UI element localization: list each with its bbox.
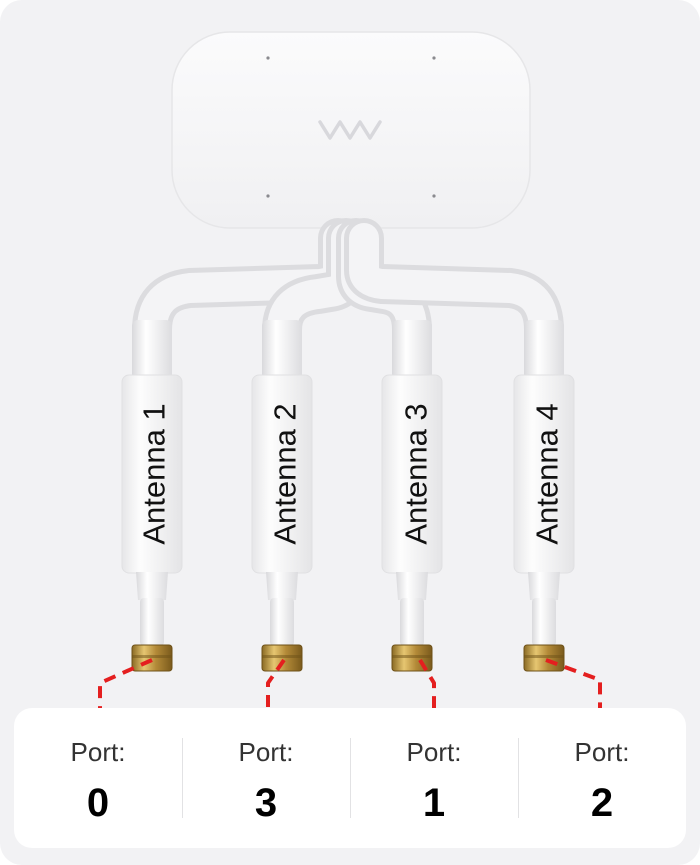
antenna-3-tube xyxy=(392,320,432,380)
antenna-1-neck xyxy=(140,598,164,646)
antenna-2-boot xyxy=(266,572,298,600)
port-cell-antenna-1: Port: 0 xyxy=(14,708,182,848)
antenna-4-label: Antenna 4 xyxy=(530,403,565,544)
antenna-3-neck xyxy=(400,598,424,646)
vw-logo-icon xyxy=(318,120,382,140)
port-panel: Port: 0 Port: 3 Port: 1 Port: 2 xyxy=(14,708,686,848)
antenna-4-tube xyxy=(524,320,564,380)
port-cell-antenna-4: Port: 2 xyxy=(518,708,686,848)
port-number: 2 xyxy=(590,781,614,825)
antenna-3-connector-band xyxy=(392,655,432,658)
antenna-4: Antenna 4 xyxy=(513,320,575,672)
port-number: 1 xyxy=(422,781,446,825)
cable-bundle xyxy=(132,218,564,372)
antenna-2-neck xyxy=(270,598,294,646)
antenna-1-boot xyxy=(136,572,168,600)
antenna-1-connector-band xyxy=(132,655,172,658)
antenna-2-label: Antenna 2 xyxy=(268,403,303,544)
antenna-4-boot xyxy=(528,572,560,600)
port-label: Port: xyxy=(70,737,126,767)
port-number: 0 xyxy=(86,781,110,825)
antenna-1: Antenna 1 xyxy=(121,320,183,672)
antenna-4-neck xyxy=(532,598,556,646)
antenna-3: Antenna 3 xyxy=(381,320,443,672)
hub-screw xyxy=(266,56,270,60)
hub-screw xyxy=(432,56,436,60)
cable-4-core xyxy=(349,223,559,367)
port-number: 3 xyxy=(254,781,278,825)
antenna-3-boot xyxy=(396,572,428,600)
antenna-1-label: Antenna 1 xyxy=(137,403,172,544)
hub-screw xyxy=(266,194,270,198)
mapping-line-antenna-3 xyxy=(418,658,436,722)
mapping-line-antenna-2 xyxy=(266,658,286,722)
hub-body xyxy=(171,31,531,229)
antenna-2: Antenna 2 xyxy=(251,320,313,672)
antenna-3-label: Antenna 3 xyxy=(399,403,434,544)
antenna-2-connector-band xyxy=(262,655,302,658)
antenna-2-tube xyxy=(262,320,302,380)
port-cell-antenna-2: Port: 3 xyxy=(182,708,350,848)
antenna-4-connector-band xyxy=(524,655,564,658)
hub-screw xyxy=(432,194,436,198)
port-label: Port: xyxy=(238,737,294,767)
port-label: Port: xyxy=(574,737,630,767)
port-label: Port: xyxy=(406,737,462,767)
antenna-1-tube xyxy=(132,320,172,380)
port-cell-antenna-3: Port: 1 xyxy=(350,708,518,848)
